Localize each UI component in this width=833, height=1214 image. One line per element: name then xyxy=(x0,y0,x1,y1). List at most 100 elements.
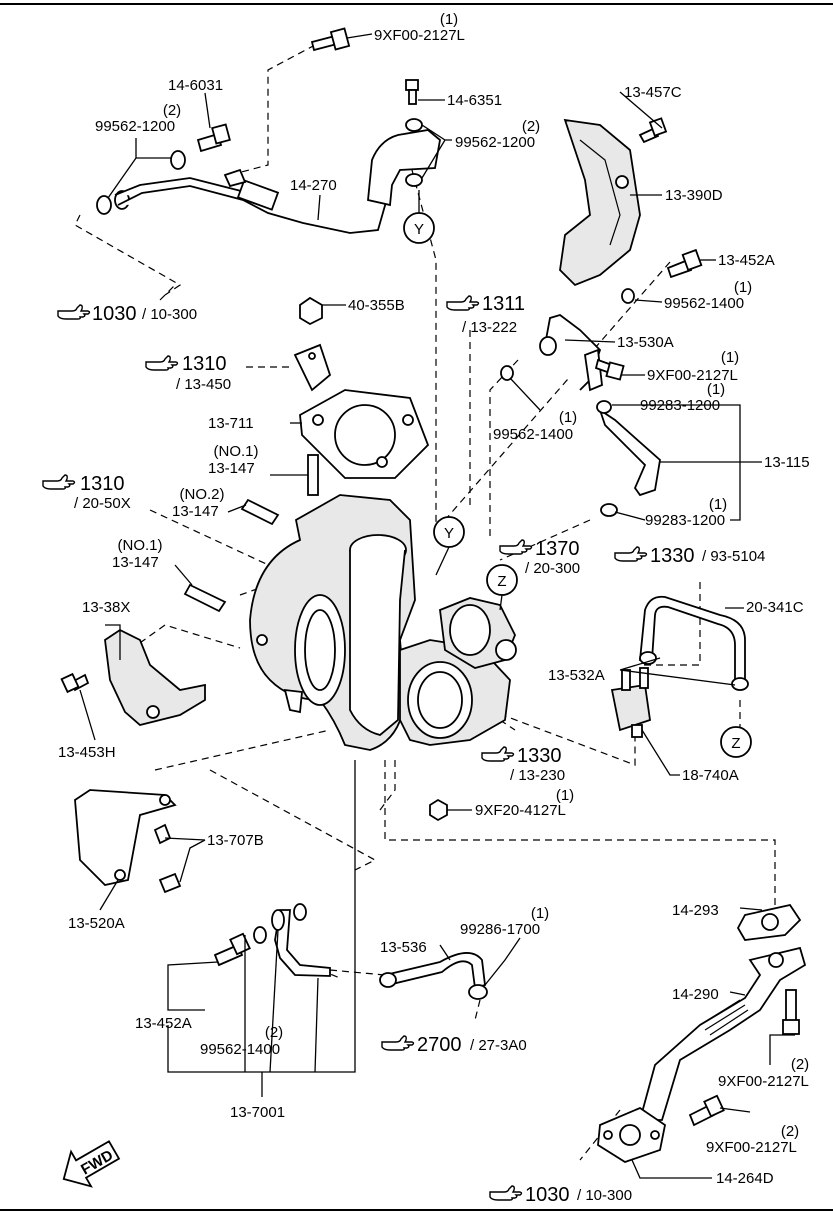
part-label-p18: 13-147 xyxy=(208,460,255,477)
ref-r4[interactable]: 1310 / 20-50X xyxy=(42,473,131,512)
marker-z-hose: Z xyxy=(731,735,740,752)
marker-y-turbo: Y xyxy=(444,525,454,542)
ref-number: 1330 xyxy=(517,745,562,767)
part-qty-p37: (2) xyxy=(781,1123,799,1140)
part-label-p29: 13-520A xyxy=(68,915,125,932)
part-qty-p31: (1) xyxy=(531,905,549,922)
part-label-p30: 14-293 xyxy=(672,902,719,919)
part-label-p4: 14-6351 xyxy=(447,92,502,109)
part-label-p8: 13-390D xyxy=(665,187,723,204)
part-label-p34: 13-452A xyxy=(135,1015,192,1032)
part-qty-p18: (NO.1) xyxy=(214,443,259,460)
part-label-p24: 13-532A xyxy=(548,667,605,684)
part-label-p26: 18-740A xyxy=(682,767,739,784)
ref-r5[interactable]: 1370 / 20-300 xyxy=(499,538,580,577)
ref-number: 1370 xyxy=(535,538,580,560)
ref-number: 1311 xyxy=(482,293,525,315)
part-label-p11: 40-355B xyxy=(348,297,405,314)
part-label-p31: 99286-1700 xyxy=(460,921,540,938)
pointing-hand-icon xyxy=(481,746,515,762)
part-label-p38: 13-7001 xyxy=(230,1104,285,1121)
ref-subsection: / 93-5104 xyxy=(702,548,765,565)
part-qty-p3: (2) xyxy=(163,102,181,119)
ref-subsection: / 13-222 xyxy=(462,319,517,336)
pointing-hand-icon xyxy=(145,355,179,371)
ref-subsection: / 20-300 xyxy=(525,560,580,577)
ref-number: 1030 xyxy=(92,303,137,325)
ref-r2[interactable]: 1311 / 13-222 xyxy=(446,293,525,336)
part-qty-p27: (1) xyxy=(556,787,574,804)
part-qty-p19: (NO.2) xyxy=(180,486,225,503)
ref-r1[interactable]: 1030 / 10-300 xyxy=(57,303,197,325)
part-label-p9: 13-452A xyxy=(718,252,775,269)
ref-number: 1330 xyxy=(650,545,695,567)
part-label-p6: 13-457C xyxy=(624,84,682,101)
parts-drawings xyxy=(60,27,807,1188)
part-label-p17: 13-115 xyxy=(764,454,810,471)
part-label-p27: 9XF20-4127L xyxy=(475,802,566,819)
pointing-hand-icon xyxy=(614,546,648,562)
part-qty-p13: (1) xyxy=(721,349,739,366)
ref-number: 1030 xyxy=(525,1184,570,1206)
part-qty-p20: (1) xyxy=(709,496,727,513)
part-label-p13: 9XF00-2127L xyxy=(647,367,738,384)
part-label-p5: 99562-1200 xyxy=(455,134,535,151)
ref-r9[interactable]: 1030 / 10-300 xyxy=(489,1184,632,1206)
part-label-p28: 13-707B xyxy=(207,832,264,849)
part-qty-p36: (2) xyxy=(791,1056,809,1073)
ref-subsection: / 27-3A0 xyxy=(470,1037,527,1054)
ref-subsection: / 10-300 xyxy=(577,1187,632,1204)
ref-r3[interactable]: 1310 / 13-450 xyxy=(145,353,231,393)
pointing-hand-icon xyxy=(489,1185,523,1201)
part-label-p10: 99562-1400 xyxy=(664,295,744,312)
part-label-p15: 13-711 xyxy=(208,415,254,432)
part-label-p22: 20-341C xyxy=(746,599,804,616)
part-label-p39: 14-264D xyxy=(716,1170,774,1187)
leader-lines xyxy=(79,33,795,1179)
ref-subsection: / 13-450 xyxy=(176,376,231,393)
part-label-p35: 99562-1400 xyxy=(200,1041,280,1058)
pointing-hand-icon xyxy=(57,304,91,320)
part-label-p36: 9XF00-2127L xyxy=(718,1073,809,1090)
part-label-p25: 13-453H xyxy=(58,744,116,761)
ref-r6[interactable]: 1330 / 93-5104 xyxy=(614,545,765,567)
part-label-p16: 99562-1400 xyxy=(493,426,573,443)
part-label-p37: 9XF00-2127L xyxy=(706,1139,797,1156)
part-label-p2: 14-6031 xyxy=(168,77,223,94)
pointing-hand-icon xyxy=(446,295,480,311)
part-label-p3: 99562-1200 xyxy=(95,118,175,135)
part-labels: (1) 9XF00-2127L 14-6031 (2) 99562-1200 1… xyxy=(58,11,810,1187)
part-qty-p21: (NO.1) xyxy=(118,537,163,554)
part-label-p21: 13-147 xyxy=(112,554,159,571)
part-label-p14: 99283-1200 xyxy=(640,397,720,414)
ref-subsection: / 10-300 xyxy=(142,306,197,323)
section-references: 1030 / 10-300 1311 / 13-222 1310 / 13-45… xyxy=(42,293,765,1206)
part-qty-p16: (1) xyxy=(559,409,577,426)
ref-subsection: / 13-230 xyxy=(510,767,565,784)
part-qty-p14: (1) xyxy=(707,381,725,398)
marker-y-top: Y xyxy=(414,221,424,238)
pointing-hand-icon xyxy=(42,474,76,490)
marker-z-actuator: Z xyxy=(497,573,506,590)
ref-subsection: / 20-50X xyxy=(74,495,131,512)
part-label-p12: 13-530A xyxy=(617,334,674,351)
ref-number: 1310 xyxy=(182,353,227,375)
part-label-p20: 99283-1200 xyxy=(645,512,725,529)
part-label-p32: 13-536 xyxy=(380,939,427,956)
ref-r7[interactable]: 1330 / 13-230 xyxy=(481,745,565,784)
part-label-p33: 14-290 xyxy=(672,986,719,1003)
connection-markers: Y Y Z Z xyxy=(414,221,741,752)
ref-number: 1310 xyxy=(80,473,125,495)
part-qty-p1: (1) xyxy=(440,11,458,28)
part-label-p1: 9XF00-2127L xyxy=(374,27,465,44)
part-qty-p10: (1) xyxy=(734,279,752,296)
part-label-p23: 13-38X xyxy=(82,599,130,616)
part-qty-p35: (2) xyxy=(265,1024,283,1041)
part-label-p19: 13-147 xyxy=(172,503,219,520)
ref-r8[interactable]: 2700 / 27-3A0 xyxy=(381,1034,527,1056)
pointing-hand-icon xyxy=(381,1035,415,1051)
part-label-p7: 14-270 xyxy=(290,177,337,194)
pointing-hand-icon xyxy=(499,539,533,555)
part-qty-p5: (2) xyxy=(522,118,540,135)
